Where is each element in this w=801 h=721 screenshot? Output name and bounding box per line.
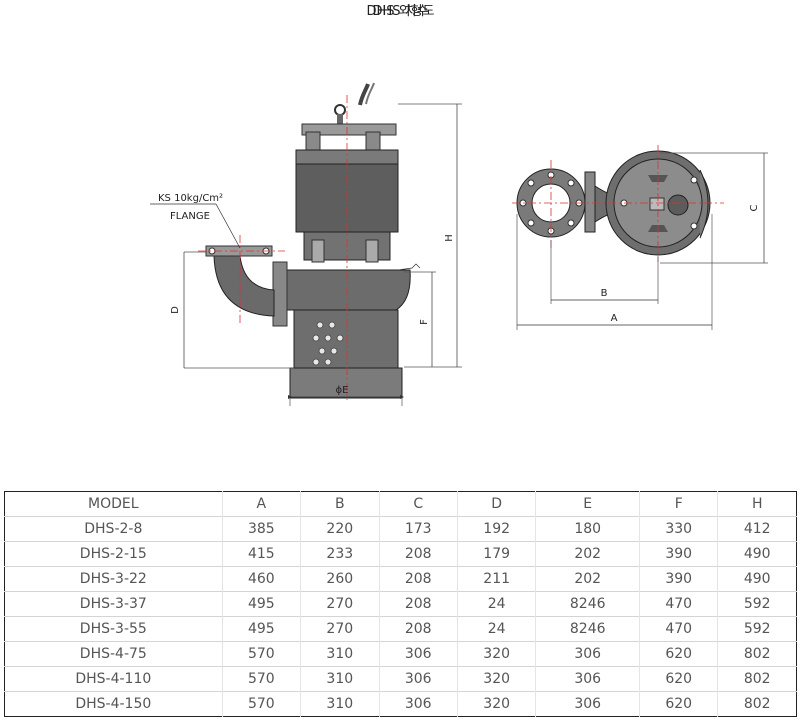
col-header-h: H: [717, 491, 797, 517]
dim-e-label: ϕE: [336, 385, 349, 396]
col-header-b: B: [300, 491, 379, 517]
dimension-cell: 460: [221, 566, 301, 592]
dimension-cell: 310: [300, 691, 379, 717]
col-header-d: D: [456, 491, 536, 517]
dimension-cell: 490: [717, 541, 797, 567]
dimension-cell: 320: [456, 666, 536, 692]
side-view: H D F ϕE KS 10kg/Cm² FLANGE: [150, 82, 462, 406]
dimension-cell: 202: [535, 566, 640, 592]
dimension-cell: 495: [221, 616, 301, 642]
dimension-cell: 390: [639, 566, 718, 592]
top-view: C B A: [512, 145, 768, 330]
dimension-cell: 570: [221, 666, 301, 692]
col-header-e: E: [535, 491, 640, 517]
flange-label: FLANGE: [170, 211, 210, 222]
dimension-cell: 208: [378, 616, 458, 642]
dim-c-label: C: [749, 204, 760, 211]
dimension-cell: 306: [378, 641, 458, 667]
dimension-cell: 310: [300, 666, 379, 692]
col-header-c: C: [378, 491, 458, 517]
col-header-f: F: [639, 491, 718, 517]
dimension-cell: 192: [456, 516, 536, 542]
dimension-cell: 260: [300, 566, 379, 592]
dimension-cell: 24: [456, 591, 536, 617]
dimension-cell: 802: [717, 641, 797, 667]
dimension-cell: 592: [717, 591, 797, 617]
dimension-cell: 306: [378, 666, 458, 692]
dimension-cell: 570: [221, 691, 301, 717]
dimension-cell: 306: [378, 691, 458, 717]
model-cell: DHS-2-15: [4, 541, 223, 567]
pump-outline-drawing: H D F ϕE KS 10kg/Cm² FLANGE: [150, 82, 768, 406]
dimension-cell: 620: [639, 691, 718, 717]
dimension-cell: 233: [300, 541, 379, 567]
dimension-cell: 320: [456, 691, 536, 717]
outline-title: DHS 외형도: [366, 4, 435, 19]
dimension-cell: 8246: [535, 591, 640, 617]
dimension-cell: 490: [717, 566, 797, 592]
dimension-cell: 211: [456, 566, 536, 592]
model-cell: DHS-4-75: [4, 641, 223, 667]
model-cell: DHS-2-8: [4, 516, 223, 542]
dimensions-title: DHS 치수: [372, 4, 429, 19]
dimension-cell: 415: [221, 541, 301, 567]
dim-a-label: A: [611, 313, 618, 324]
dimension-cell: 412: [717, 516, 797, 542]
dim-f-label: F: [419, 319, 430, 325]
dimension-cell: 330: [639, 516, 718, 542]
dimension-cell: 470: [639, 591, 718, 617]
model-cell: DHS-3-55: [4, 616, 223, 642]
model-cell: DHS-3-37: [4, 591, 223, 617]
dimension-cell: 385: [221, 516, 301, 542]
dimension-cell: 220: [300, 516, 379, 542]
dimension-cell: 270: [300, 616, 379, 642]
dimension-cell: 24: [456, 616, 536, 642]
dimension-cell: 306: [535, 641, 640, 667]
dimension-cell: 470: [639, 616, 718, 642]
dimension-cell: 320: [456, 641, 536, 667]
dimension-cell: 592: [717, 616, 797, 642]
model-cell: DHS-4-150: [4, 691, 223, 717]
dimension-cell: 8246: [535, 616, 640, 642]
dimension-cell: 306: [535, 666, 640, 692]
dimension-cell: 802: [717, 691, 797, 717]
dimension-cell: 173: [378, 516, 458, 542]
col-header-a: A: [221, 491, 301, 517]
dimension-cell: 495: [221, 591, 301, 617]
dimension-cell: 802: [717, 666, 797, 692]
dimension-cell: 306: [535, 691, 640, 717]
dimension-cell: 620: [639, 666, 718, 692]
dimension-cell: 310: [300, 641, 379, 667]
col-header-model: MODEL: [88, 496, 139, 512]
dimension-cell: 179: [456, 541, 536, 567]
dimension-cell: 390: [639, 541, 718, 567]
dimension-cell: 570: [221, 641, 301, 667]
dimension-cell: 202: [535, 541, 640, 567]
model-cell: DHS-4-110: [4, 666, 223, 692]
model-cell: DHS-3-22: [4, 566, 223, 592]
dimension-cell: 208: [378, 566, 458, 592]
dim-h-label: H: [444, 234, 455, 242]
dim-b-label: B: [601, 288, 608, 299]
dimension-cell: 270: [300, 591, 379, 617]
dimension-cell: 208: [378, 541, 458, 567]
dimension-cell: 208: [378, 591, 458, 617]
dimension-cell: 620: [639, 641, 718, 667]
flange-spec-label: KS 10kg/Cm²: [158, 193, 223, 204]
dim-d-label: D: [170, 306, 181, 314]
dimension-cell: 180: [535, 516, 640, 542]
table-header-row: MODEL A B C D E F H: [5, 491, 797, 517]
